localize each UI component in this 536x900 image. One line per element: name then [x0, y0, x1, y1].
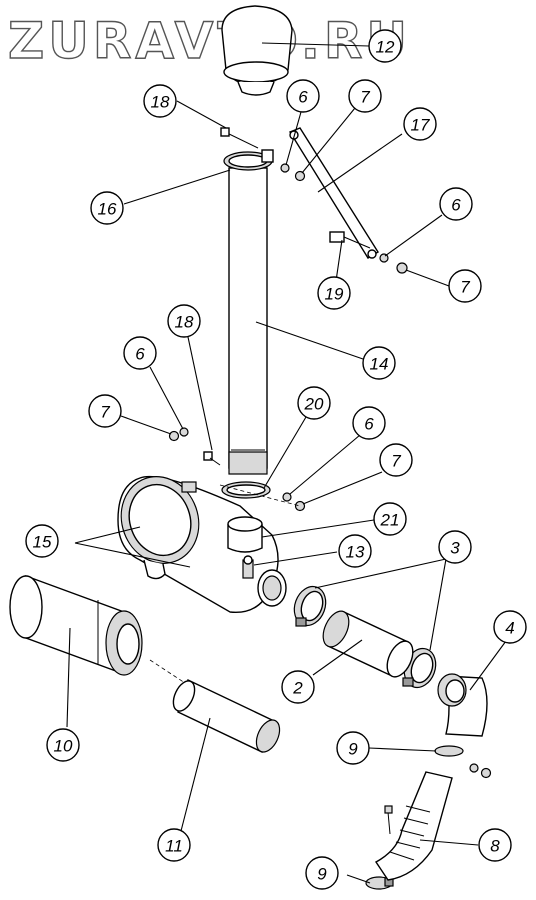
svg-text:18: 18 — [151, 93, 170, 112]
svg-text:19: 19 — [325, 285, 344, 304]
part-14-intake-pipe — [228, 167, 268, 475]
callout-6-right: 6 — [439, 187, 473, 221]
part-6-washer-b — [379, 253, 389, 263]
svg-text:20: 20 — [304, 395, 324, 414]
svg-text:6: 6 — [364, 415, 374, 434]
part-3-clamp-a — [293, 585, 327, 627]
callout-6-mid: 6 — [352, 406, 386, 440]
svg-text:13: 13 — [346, 543, 365, 562]
callout-2: 2 — [281, 670, 315, 704]
callouts: 12 18 6 7 17 16 6 7 19 18 14 6 7 20 6 7 … — [25, 29, 527, 890]
part-10-sleeve — [9, 574, 143, 676]
leader-lines — [66, 42, 507, 884]
callout-7-left: 7 — [88, 394, 122, 428]
part-16-upper-clamp — [223, 149, 274, 171]
svg-text:8: 8 — [490, 837, 500, 856]
part-7-nut-a — [294, 170, 306, 182]
part-9-clamp-a — [434, 745, 492, 779]
svg-text:16: 16 — [98, 200, 117, 219]
svg-text:9: 9 — [317, 865, 327, 884]
svg-text:2: 2 — [292, 679, 303, 698]
svg-text:11: 11 — [165, 837, 183, 856]
callout-19: 19 — [317, 276, 351, 310]
part-20-lower-clamp — [221, 481, 271, 499]
callout-7-right: 7 — [448, 269, 482, 303]
svg-text:7: 7 — [460, 278, 470, 297]
callout-18-lower: 18 — [167, 304, 201, 338]
callout-4: 4 — [493, 610, 527, 644]
svg-text:9: 9 — [348, 740, 358, 759]
callout-9-lower: 9 — [305, 856, 339, 890]
svg-text:18: 18 — [175, 313, 194, 332]
part-9-clamp-b — [365, 876, 394, 890]
part-6-washer-c — [179, 427, 189, 437]
svg-text:6: 6 — [135, 345, 145, 364]
part-21-inlet-neck — [227, 516, 263, 553]
callout-9-upper: 9 — [336, 731, 370, 765]
svg-text:10: 10 — [54, 737, 73, 756]
callout-20: 20 — [297, 386, 331, 420]
part-12-precleaner — [221, 5, 293, 96]
svg-text:21: 21 — [380, 511, 400, 530]
callout-18-upper: 18 — [143, 84, 177, 118]
watermark-text: ZURAVTO.RU — [8, 12, 411, 70]
part-7-nut-b — [396, 262, 408, 274]
callout-3: 3 — [438, 530, 472, 564]
part-6-washer-a — [280, 163, 290, 173]
part-19-bolt — [329, 231, 371, 249]
callout-21: 21 — [373, 502, 407, 536]
svg-text:15: 15 — [33, 533, 52, 552]
part-7-nut-d — [294, 500, 306, 512]
callout-10: 10 — [46, 728, 80, 762]
callout-8: 8 — [478, 828, 512, 862]
part-15-air-cleaner-housing — [117, 475, 279, 614]
part-13-indicator — [242, 555, 254, 579]
callout-11: 11 — [157, 828, 191, 862]
part-8-flex-hose — [374, 771, 453, 881]
callout-12: 12 — [368, 29, 402, 63]
callout-6-upper: 6 — [286, 79, 320, 113]
part-2-hose — [322, 610, 414, 678]
svg-text:14: 14 — [370, 355, 389, 374]
housing-outlet-inner — [262, 575, 282, 601]
callout-17: 17 — [403, 107, 437, 141]
callout-7-upper: 7 — [348, 79, 382, 113]
callout-15: 15 — [25, 524, 59, 558]
part-4-elbow — [437, 673, 488, 737]
svg-text:7: 7 — [360, 88, 370, 107]
callout-7-mid: 7 — [379, 443, 413, 477]
svg-text:6: 6 — [298, 88, 308, 107]
callout-6-left: 6 — [123, 336, 157, 370]
callout-16: 16 — [90, 191, 124, 225]
callout-14: 14 — [362, 346, 396, 380]
svg-text:17: 17 — [411, 116, 430, 135]
part-7-nut-c — [168, 430, 180, 442]
svg-text:7: 7 — [391, 452, 401, 471]
svg-text:4: 4 — [505, 619, 514, 638]
part-6-washer-d — [282, 492, 292, 502]
svg-text:3: 3 — [450, 539, 460, 558]
part-18-bolt-upper — [220, 127, 259, 149]
svg-text:6: 6 — [451, 196, 461, 215]
part-18-bolt-lower — [203, 451, 221, 466]
callout-13: 13 — [338, 534, 372, 568]
part-11-inner-pipe — [172, 679, 281, 753]
svg-text:7: 7 — [100, 403, 110, 422]
svg-text:12: 12 — [376, 38, 395, 57]
